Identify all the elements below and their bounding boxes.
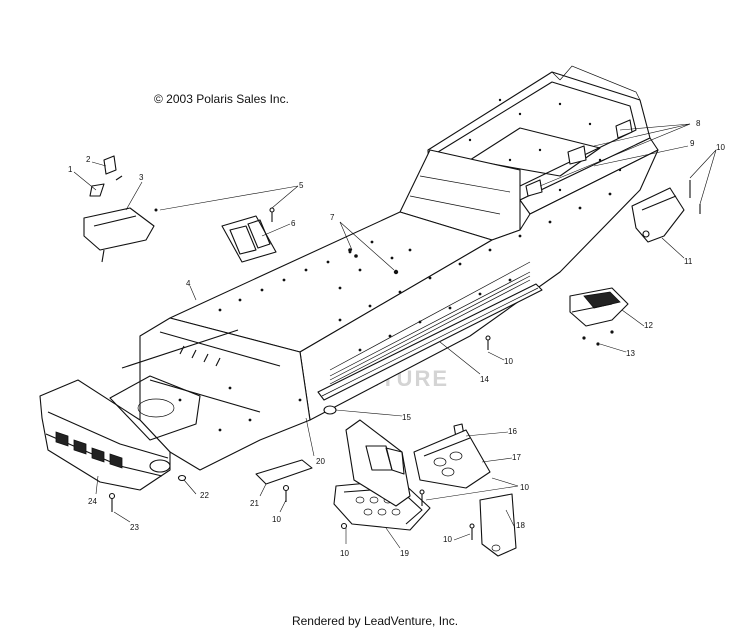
callout-14: 14 bbox=[480, 375, 489, 384]
callout-13: 13 bbox=[626, 349, 635, 358]
chassis-frame bbox=[39, 65, 659, 491]
callout-2: 2 bbox=[86, 155, 91, 164]
running-board-trim bbox=[317, 283, 543, 401]
bracket-part-3 bbox=[83, 155, 155, 263]
plate-part-18 bbox=[479, 493, 517, 557]
callout-19: 19 bbox=[400, 549, 409, 558]
callout-21: 21 bbox=[250, 499, 259, 508]
callout-1: 1 bbox=[68, 165, 73, 174]
bracket-part-11 bbox=[631, 180, 701, 243]
callout-8: 8 bbox=[696, 119, 701, 128]
callout-5: 5 bbox=[299, 181, 304, 190]
callout-labels: 1 2 3 4 5 6 7 8 9 10 11 12 13 10 14 15 1… bbox=[68, 119, 725, 558]
callout-17: 17 bbox=[512, 453, 521, 462]
callout-24: 24 bbox=[88, 497, 97, 506]
callout-9: 9 bbox=[690, 139, 695, 148]
callout-6: 6 bbox=[291, 219, 296, 228]
callout-18: 18 bbox=[516, 521, 525, 530]
footer-credit: Rendered by LeadVenture, Inc. bbox=[291, 614, 459, 628]
callout-22: 22 bbox=[200, 491, 209, 500]
callout-10-d: 10 bbox=[443, 535, 452, 544]
grommet-part-22 bbox=[177, 474, 187, 482]
cover-part-17 bbox=[413, 429, 491, 489]
callout-10-e: 10 bbox=[340, 549, 349, 558]
copyright-text: © 2003 Polaris Sales Inc. bbox=[154, 92, 289, 106]
callout-10-c: 10 bbox=[520, 483, 529, 492]
callout-11: 11 bbox=[684, 257, 693, 266]
callout-23: 23 bbox=[130, 523, 139, 532]
callout-10-a: 10 bbox=[716, 143, 725, 152]
callout-10-f: 10 bbox=[272, 515, 281, 524]
callout-3: 3 bbox=[139, 173, 144, 182]
callout-16: 16 bbox=[508, 427, 517, 436]
callout-15: 15 bbox=[402, 413, 411, 422]
plug-part-15 bbox=[323, 405, 337, 415]
leader-lines bbox=[73, 123, 717, 549]
plate-part-21 bbox=[255, 459, 313, 485]
callout-7: 7 bbox=[330, 213, 335, 222]
callout-4: 4 bbox=[186, 279, 191, 288]
footrest-part-12 bbox=[569, 287, 629, 327]
vent-plate-part-6 bbox=[221, 215, 277, 263]
callout-12: 12 bbox=[644, 321, 653, 330]
heat-shield-part-20 bbox=[345, 419, 411, 507]
callout-20: 20 bbox=[316, 457, 325, 466]
callout-10-b: 10 bbox=[504, 357, 513, 366]
